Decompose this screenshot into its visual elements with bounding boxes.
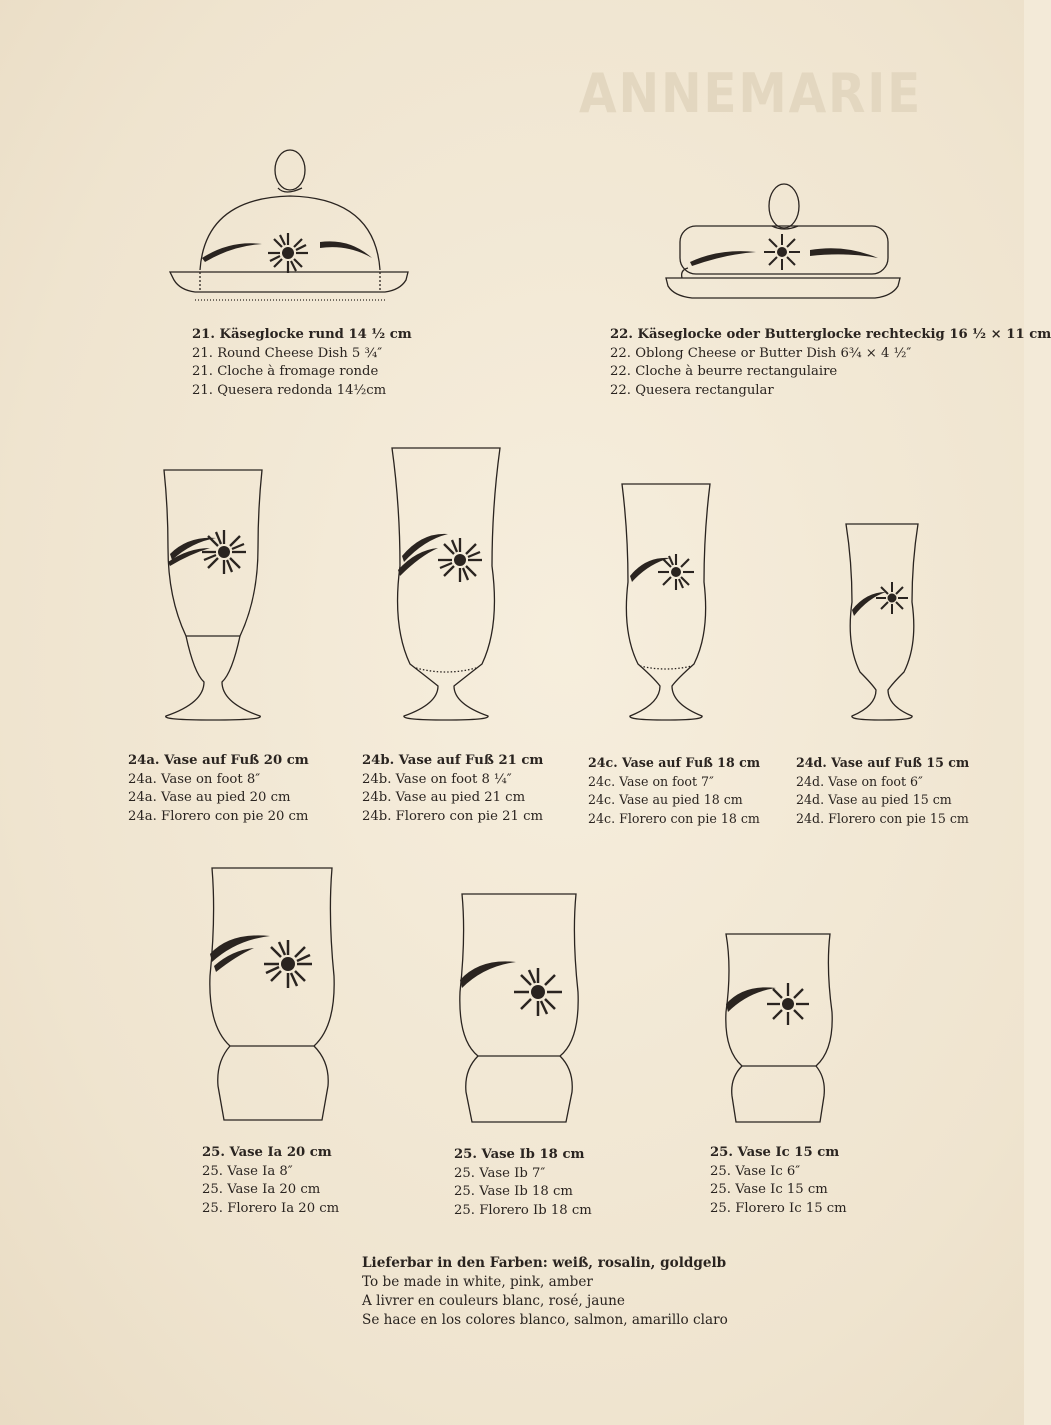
caption-line: 24c. Vase auf Fuß 18 cm (588, 755, 761, 770)
caption-line: 24a. Vase on foot 8″ (128, 771, 261, 787)
caption-line: 25. Vase Ib 18 cm (454, 1184, 573, 1199)
caption-item-25-ic: 25. Vase Ic 15 cm 25. Vase Ic 6″ 25. Vas… (710, 1144, 847, 1218)
caption-line: 24b. Vase auf Fuß 21 cm (362, 753, 544, 768)
caption-line: 21. Käseglocke rund 14 ½ cm (192, 327, 412, 342)
caption-line: 25. Vase Ia 20 cm (202, 1145, 332, 1160)
footer-line-spanish: Se hace en los colores blanco, salmon, a… (362, 1312, 728, 1328)
flower-motif-icon (767, 983, 809, 1025)
flower-motif-icon (438, 538, 482, 582)
caption-line: 24a. Vase auf Fuß 20 cm (128, 753, 309, 768)
caption-line: 24a. Vase au pied 20 cm (128, 790, 291, 805)
caption-line: 25. Vase Ic 15 cm (710, 1182, 828, 1197)
color-availability-note: Lieferbar in den Farben: weiß, rosalin, … (362, 1254, 728, 1330)
caption-line: 24c. Florero con pie 18 cm (588, 810, 760, 826)
vase-24b-illustration (391, 447, 501, 721)
caption-line: 25. Vase Ia 20 cm (202, 1182, 321, 1197)
caption-item-24d: 24d. Vase auf Fuß 15 cm 24d. Vase on foo… (796, 754, 969, 828)
caption-item-21: 21. Käseglocke rund 14 ½ cm 21. Round Ch… (192, 326, 412, 400)
flower-motif-icon (268, 233, 308, 273)
caption-line: 22. Quesera rectangular (610, 382, 774, 398)
watermark-text: ANNEMARIE (579, 62, 923, 125)
flower-motif-icon (202, 530, 246, 574)
caption-line: 24d. Vase auf Fuß 15 cm (796, 755, 970, 770)
footer-line-german: Lieferbar in den Farben: weiß, rosalin, … (362, 1255, 727, 1271)
caption-line: 24b. Vase au pied 21 cm (362, 790, 526, 805)
oblong-butter-dish-illustration (665, 183, 901, 299)
caption-line: 24c. Vase au pied 18 cm (588, 792, 743, 807)
round-cheese-dish-illustration (168, 149, 409, 301)
flower-motif-icon (876, 582, 908, 614)
caption-line: 24a. Florero con pie 20 cm (128, 808, 309, 824)
caption-line: 22. Käseglocke oder Butterglocke rechtec… (610, 327, 1051, 342)
caption-line: 24c. Vase on foot 7″ (588, 773, 714, 789)
caption-line: 24b. Florero con pie 21 cm (362, 808, 544, 824)
paper-background (0, 0, 1024, 1425)
vase-25-ic-illustration (725, 933, 833, 1123)
caption-line: 25. Florero Ia 20 cm (202, 1200, 340, 1216)
caption-line: 24b. Vase on foot 8 ¼″ (362, 771, 512, 787)
caption-line: 25. Vase Ic 6″ (710, 1163, 801, 1179)
caption-line: 21. Quesera redonda 14½cm (192, 382, 387, 398)
flower-motif-icon (264, 940, 312, 988)
caption-item-24c: 24c. Vase auf Fuß 18 cm 24c. Vase on foo… (588, 754, 760, 828)
caption-line: 25. Vase Ib 18 cm (454, 1147, 585, 1162)
vase-24c-illustration (621, 483, 711, 721)
caption-line: 25. Vase Ib 7″ (454, 1165, 546, 1181)
caption-line: 24d. Florero con pie 15 cm (796, 810, 969, 826)
caption-line: 22. Oblong Cheese or Butter Dish 6¾ × 4 … (610, 345, 912, 361)
caption-item-25-ia: 25. Vase Ia 20 cm 25. Vase Ia 8″ 25. Vas… (202, 1144, 339, 1218)
vase-25-ia-illustration (209, 867, 335, 1121)
caption-line: 25. Florero Ic 15 cm (710, 1200, 847, 1216)
caption-item-22: 22. Käseglocke oder Butterglocke rechtec… (610, 326, 1051, 400)
flower-motif-icon (514, 968, 562, 1016)
flower-motif-icon (658, 554, 694, 590)
caption-item-24b: 24b. Vase auf Fuß 21 cm 24b. Vase on foo… (362, 752, 543, 826)
caption-line: 25. Vase Ia 8″ (202, 1163, 293, 1179)
caption-line: 21. Cloche à fromage ronde (192, 364, 379, 379)
vase-24a-illustration (163, 469, 263, 721)
flower-motif-icon (764, 234, 800, 270)
caption-item-25-ib: 25. Vase Ib 18 cm 25. Vase Ib 7″ 25. Vas… (454, 1146, 592, 1220)
caption-line: 24d. Vase on foot 6″ (796, 773, 923, 789)
caption-line: 25. Florero Ib 18 cm (454, 1202, 592, 1218)
vase-25-ib-illustration (459, 893, 579, 1123)
footer-line-french: A livrer en couleurs blanc, rosé, jaune (362, 1293, 625, 1309)
caption-line: 25. Vase Ic 15 cm (710, 1145, 840, 1160)
footer-line-english: To be made in white, pink, amber (362, 1274, 593, 1290)
caption-line: 22. Cloche à beurre rectangulaire (610, 364, 838, 379)
vase-24d-illustration (845, 523, 919, 721)
caption-line: 24d. Vase au pied 15 cm (796, 792, 952, 807)
caption-item-24a: 24a. Vase auf Fuß 20 cm 24a. Vase on foo… (128, 752, 309, 826)
caption-line: 21. Round Cheese Dish 5 ¾″ (192, 345, 383, 361)
